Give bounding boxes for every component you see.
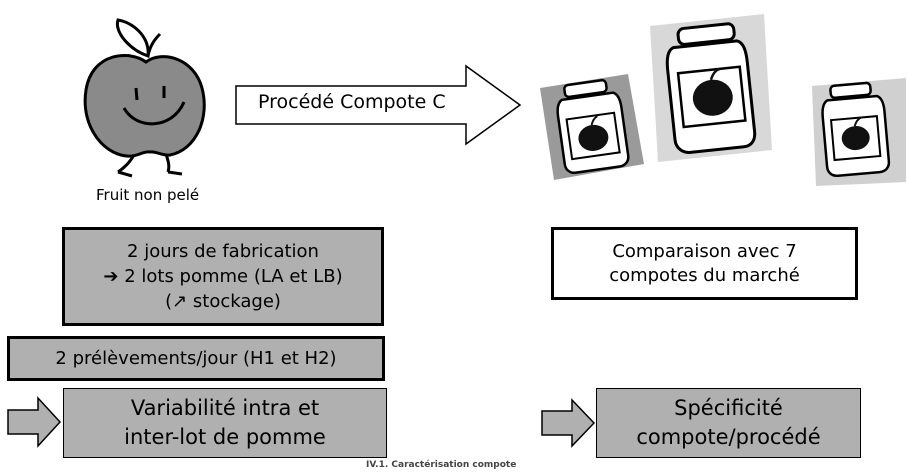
right-arrow-icon [541,398,596,448]
prelevements-label: 2 prélèvements/jour (H1 et H2) [55,348,337,369]
comparison-line-1: Comparaison avec 7 [612,240,797,262]
result-right-line-2: compote/procédé [636,425,821,449]
jar-icon [812,78,906,186]
fabrication-line-3: (↗ stockage) [165,291,281,312]
result-left-line-1: Variabilité intra et [130,396,320,420]
jar-icon [650,14,772,162]
fabrication-box: 2 jours de fabrication ➔ 2 lots pomme (L… [62,227,384,326]
comparison-box: Comparaison avec 7 compotes du marché [551,227,858,300]
process-label: Procédé Compote C [258,91,446,113]
right-arrow-icon [235,64,522,146]
fabrication-line-1: 2 jours de fabrication [127,241,319,262]
apple-character-icon [83,18,206,178]
result-left-box: Variabilité intra et inter-lot de pomme [63,388,387,458]
result-right-box: Spécificité compote/procédé [596,388,861,458]
result-right-line-1: Spécificité [674,396,783,420]
result-left-line-2: inter-lot de pomme [124,425,326,449]
fabrication-line-2: ➔ 2 lots pomme (LA et LB) [103,266,343,287]
prelevements-box: 2 prélèvements/jour (H1 et H2) [7,336,385,381]
comparison-line-2: compotes du marché [609,264,800,286]
right-arrow-icon [7,396,62,448]
figure-caption: IV.1. Caractérisation compote [366,460,517,470]
fruit-caption: Fruit non pelé [96,186,200,204]
jar-icon [540,74,644,180]
